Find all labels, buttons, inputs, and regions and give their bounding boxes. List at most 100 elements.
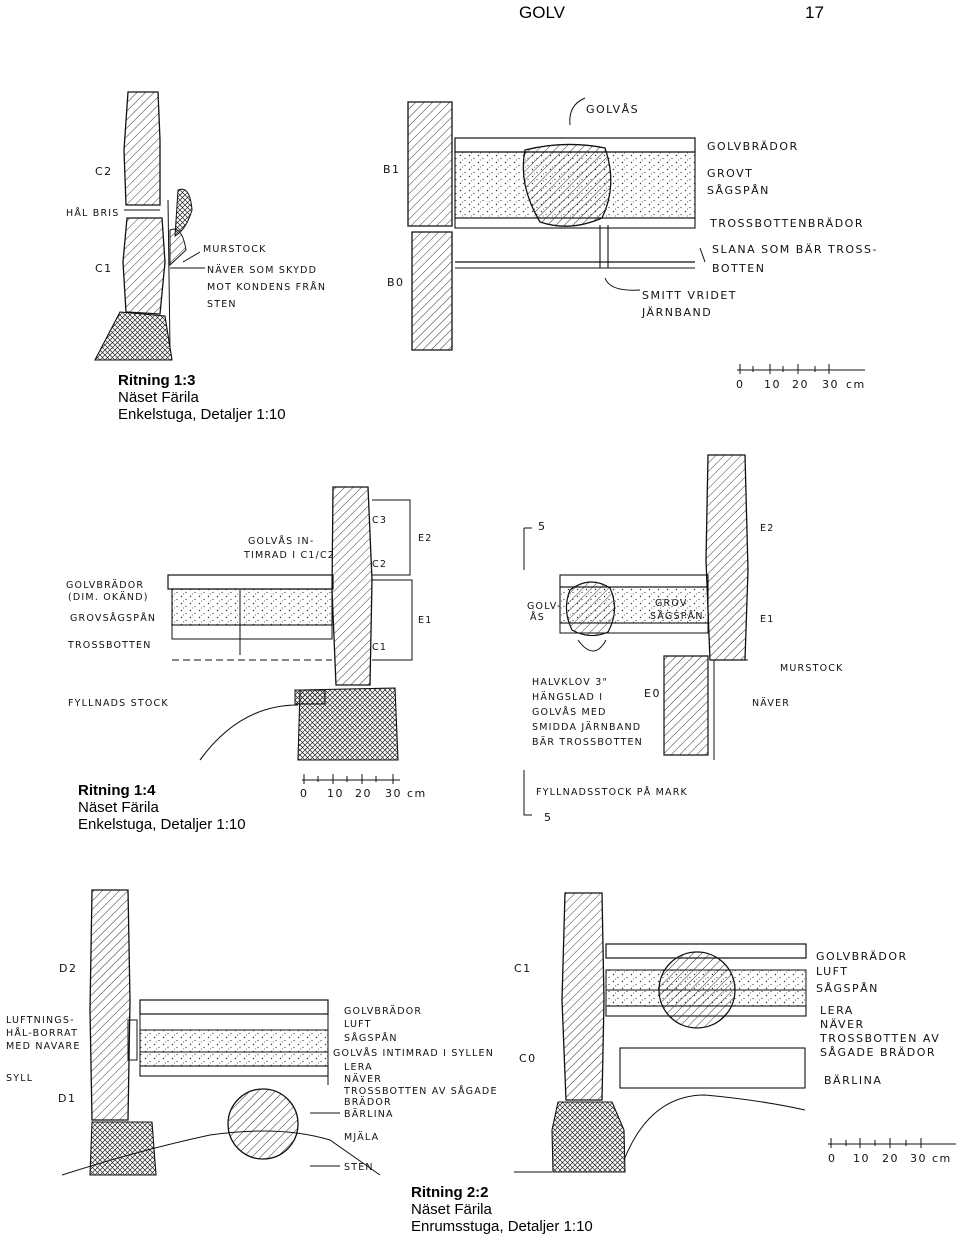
label-c1: C1	[514, 962, 532, 975]
label-grovt: GROVT	[707, 167, 753, 180]
label-golvbrador-right: GOLVBRÄDOR	[816, 950, 908, 963]
label-trossbotten: TROSSBOTTEN	[67, 640, 152, 651]
label-naver: NÄVER	[752, 698, 790, 709]
label-halvklov-2: HÄNGSLAD I	[532, 692, 603, 703]
label-halvklov-1: HALVKLOV 3"	[532, 677, 608, 688]
label-section-5-bottom: 5	[544, 811, 553, 824]
scale-last: 30 cm	[385, 787, 427, 800]
label-c1: C1	[372, 642, 387, 653]
caption-title: Ritning 2:2	[411, 1184, 489, 1201]
label-smitt-1: SMITT VRIDET	[642, 289, 737, 302]
label-golvas-2: TIMRAD I C1/C2	[243, 550, 335, 561]
caption-desc: Enrumsstuga, Detaljer 1:10	[411, 1218, 593, 1235]
label-golvas: GOLVÅS	[586, 103, 639, 116]
label-c3: C3	[372, 515, 387, 526]
caption-title: Ritning 1:4	[78, 782, 156, 799]
label-halvklov-4: SMIDDA JÄRNBAND	[532, 722, 641, 733]
label-syll: SYLL	[6, 1073, 33, 1084]
label-golvas-syllen: GOLVÅS INTIMRAD I SYLLEN	[333, 1047, 494, 1059]
scale-bar-3: 0 10 20 30 cm	[828, 1138, 956, 1165]
label-luft-2: HÅL-BORRAT	[6, 1027, 78, 1039]
label-naver-right: NÄVER	[820, 1018, 865, 1031]
scale-last: 30 cm	[910, 1152, 952, 1165]
label-sten: STEN	[344, 1162, 374, 1173]
label-halvklov-5: BÄR TROSSBOTTEN	[532, 737, 643, 748]
label-barlina-right: BÄRLINA	[824, 1074, 882, 1087]
label-mjala: MJÄLA	[344, 1132, 379, 1143]
label-naver-3: STEN	[207, 299, 237, 310]
label-grov: GROV	[655, 598, 688, 609]
scale-tick-20: 20	[792, 378, 809, 391]
label-c1: C1	[95, 262, 113, 275]
label-halvklov-3: GOLVÅS MED	[532, 706, 607, 718]
scale-tick-0: 0	[736, 378, 745, 391]
scale-unit: cm	[846, 378, 866, 391]
label-golvbrador: GOLVBRÄDOR	[344, 1006, 422, 1017]
scale-bar-2: 0 10 20 30 cm	[300, 774, 427, 800]
label-e2: E2	[760, 523, 774, 534]
label-sagspan: SÅGSPÅN	[707, 184, 770, 197]
label-trossbottenbrador: TROSSBOTTENBRÄDOR	[709, 217, 864, 230]
scale-tick-30: 30	[822, 378, 839, 391]
caption-title: Ritning 1:3	[118, 372, 196, 389]
drawing-1-3: C2 HÅL BRIS C1 MURSTOCK NÄVER SOM SKYDD …	[66, 91, 878, 391]
label-naver-1: NÄVER SOM SKYDD	[207, 265, 317, 276]
label-luft: LUFT	[344, 1019, 372, 1030]
label-luft-3: MED NAVARE	[6, 1041, 81, 1052]
label-sagspan: SÅGSPÅN	[344, 1032, 398, 1044]
label-golvbrador: GOLVBRÄDOR	[707, 140, 799, 153]
drawing-2-2-left: D2 D1 LUFTNINGS- HÅL-BORRAT MED NAVARE S…	[6, 889, 498, 1176]
drawing-2-2-right: C1 C0 GOLVBRÄDOR LUFT SÅGSPÅN LERA NÄVER…	[514, 892, 956, 1173]
label-b0: B0	[387, 276, 405, 289]
label-smitt-2: JÄRNBAND	[641, 306, 712, 319]
label-c2: C2	[372, 559, 387, 570]
label-dim: (DIM. OKÄND)	[68, 592, 149, 603]
scale-tick-0: 0	[828, 1152, 837, 1165]
scale-bar-1: 0 10 20 30 cm	[736, 364, 866, 391]
label-murstock: MURSTOCK	[203, 244, 267, 255]
label-hal-bris: HÅL BRIS	[66, 207, 120, 219]
label-d2: D2	[59, 962, 77, 975]
label-slana-1: SLANA SOM BÄR TROSS-	[712, 243, 878, 256]
label-section-5-top: 5	[538, 520, 547, 533]
label-barlina: BÄRLINA	[344, 1109, 394, 1120]
page-section-title: GOLV	[519, 3, 565, 22]
scale-tick-10: 10	[853, 1152, 870, 1165]
label-c0: C0	[519, 1052, 537, 1065]
label-e0: E0	[644, 687, 661, 700]
label-slana-2: BOTTEN	[712, 262, 765, 275]
label-sagspan-right: SÅGSPÅN	[816, 982, 879, 995]
label-c2: C2	[95, 165, 113, 178]
label-naver: NÄVER	[344, 1074, 382, 1085]
scale-tick-20: 20	[882, 1152, 899, 1165]
label-trossbotten-right-2: SÅGADE BRÄDOR	[820, 1046, 936, 1059]
scale-tick-20: 20	[355, 787, 372, 800]
label-trossbotten-right-1: TROSSBOTTEN AV	[819, 1032, 940, 1045]
label-murstock-right: MURSTOCK	[780, 663, 844, 674]
label-golv-2: ÅS	[530, 611, 545, 623]
label-golvas-1: GOLVÅS IN-	[248, 535, 314, 547]
caption-ritning-1-4: Ritning 1:4 Näset Färila Enkelstuga, Det…	[78, 782, 246, 833]
label-fyllnadsstock: FYLLNADS STOCK	[68, 698, 169, 709]
caption-ritning-1-3: Ritning 1:3 Näset Färila Enkelstuga, Det…	[118, 372, 286, 423]
label-e2: E2	[418, 533, 432, 544]
drawing-1-4-right: 5 GOLV- ÅS GROV SÅGSPÅN E2 E1 E0 HALVKLO…	[523, 454, 844, 824]
caption-place: Näset Färila	[78, 799, 159, 816]
label-e1: E1	[760, 614, 774, 625]
label-luft-right: LUFT	[816, 965, 849, 978]
label-e1: E1	[418, 615, 432, 626]
scale-tick-10: 10	[764, 378, 781, 391]
label-lera-right: LERA	[820, 1004, 854, 1017]
page-number: 17	[805, 3, 824, 22]
scale-tick-0: 0	[300, 787, 309, 800]
caption-ritning-2-2: Ritning 2:2 Näset Färila Enrumsstuga, De…	[411, 1184, 593, 1235]
label-fyllnadsstock-mark: FYLLNADSSTOCK PÅ MARK	[536, 786, 688, 798]
label-naver-2: MOT KONDENS FRÅN	[207, 281, 326, 293]
drawing-1-4-left: GOLVBRÄDOR (DIM. OKÄND) GROVSÅGSPÅN TROS…	[66, 486, 432, 800]
label-lera: LERA	[344, 1062, 373, 1073]
label-golvbrador: GOLVBRÄDOR	[66, 580, 144, 591]
label-b1: B1	[383, 163, 401, 176]
label-trossbotten-1: TROSSBOTTEN AV SÅGADE	[343, 1085, 498, 1097]
caption-place: Näset Färila	[411, 1201, 492, 1218]
